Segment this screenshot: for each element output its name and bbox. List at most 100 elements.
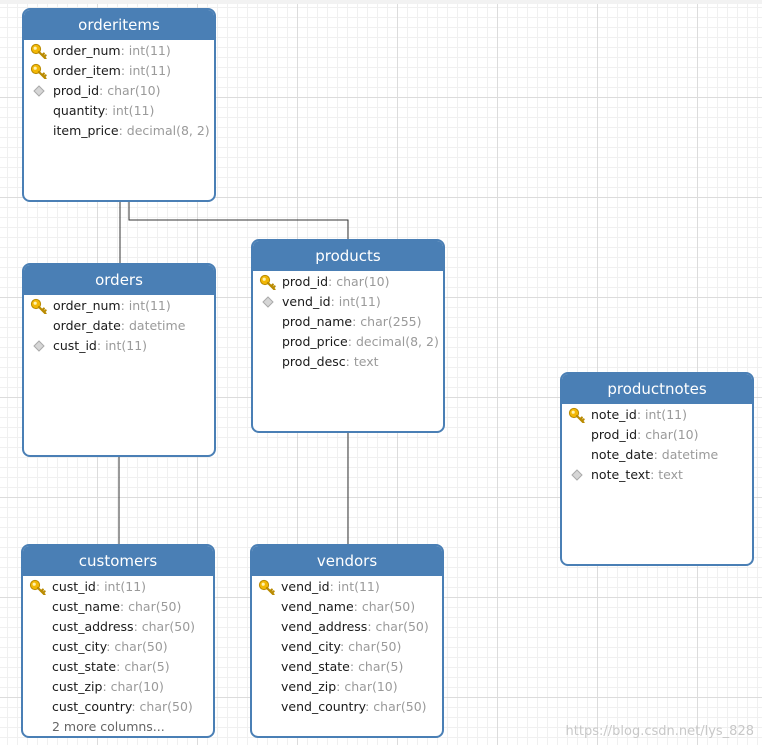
column-name: vend_id bbox=[281, 579, 330, 594]
column-type: int(11) bbox=[112, 103, 155, 118]
column-row[interactable]: order_num: int(11) bbox=[24, 296, 214, 316]
column-name: vend_address bbox=[281, 619, 368, 634]
column-row[interactable]: vend_city: char(50) bbox=[252, 637, 442, 657]
column-separator: : bbox=[96, 338, 106, 353]
column-label: vend_state: char(5) bbox=[281, 657, 403, 677]
column-row[interactable]: prod_name: char(255) bbox=[253, 312, 443, 332]
column-label: vend_name: char(50) bbox=[281, 597, 415, 617]
column-type: char(10) bbox=[645, 427, 699, 442]
table-customers[interactable]: customers cust_id: int(11)cust_name: cha… bbox=[21, 544, 215, 738]
column-row[interactable]: note_text: text bbox=[562, 465, 752, 485]
column-separator: : bbox=[118, 123, 127, 138]
column-separator: : bbox=[104, 103, 113, 118]
column-row[interactable]: cust_address: char(50) bbox=[23, 617, 213, 637]
table-orders[interactable]: orders order_num: int(11)order_date: dat… bbox=[22, 263, 216, 457]
column-separator: : bbox=[352, 314, 361, 329]
key-icon bbox=[29, 579, 47, 596]
table-orderitems[interactable]: orderitems order_num: int(11)order_item:… bbox=[22, 8, 216, 202]
column-row[interactable]: cust_zip: char(10) bbox=[23, 677, 213, 697]
column-label: vend_country: char(50) bbox=[281, 697, 427, 717]
more-columns-label: 2 more columns... bbox=[52, 719, 165, 734]
column-row[interactable]: prod_id: char(10) bbox=[24, 81, 214, 101]
line-orderitems-products bbox=[128, 201, 349, 240]
column-separator: : bbox=[330, 294, 339, 309]
column-row[interactable]: item_price: decimal(8, 2) bbox=[24, 121, 214, 141]
column-row[interactable]: cust_id: int(11) bbox=[23, 577, 213, 597]
column-separator: : bbox=[636, 407, 646, 422]
table-productnotes[interactable]: productnotes note_id: int(11)prod_id: ch… bbox=[560, 372, 754, 566]
column-type: decimal(8, 2) bbox=[126, 123, 210, 138]
column-type: char(50) bbox=[139, 699, 193, 714]
column-type: int(11) bbox=[645, 407, 687, 422]
column-row[interactable]: vend_id: int(11) bbox=[252, 577, 442, 597]
column-row[interactable]: order_num: int(11) bbox=[24, 41, 214, 61]
column-separator: : bbox=[120, 63, 130, 78]
column-type: datetime bbox=[661, 447, 719, 462]
column-label: note_text: text bbox=[591, 465, 683, 485]
column-type: datetime bbox=[128, 318, 186, 333]
column-name: item_price bbox=[53, 123, 119, 138]
column-label: order_item: int(11) bbox=[53, 61, 171, 81]
column-type: int(11) bbox=[338, 294, 381, 309]
column-row[interactable]: prod_id: char(10) bbox=[562, 425, 752, 445]
column-separator: : bbox=[102, 679, 111, 694]
column-row[interactable]: quantity: int(11) bbox=[24, 101, 214, 121]
column-row[interactable]: vend_state: char(5) bbox=[252, 657, 442, 677]
column-row[interactable]: vend_name: char(50) bbox=[252, 597, 442, 617]
column-name: note_id bbox=[591, 407, 637, 422]
column-name: order_num bbox=[53, 43, 121, 58]
column-row[interactable]: cust_name: char(50) bbox=[23, 597, 213, 617]
column-row[interactable]: cust_city: char(50) bbox=[23, 637, 213, 657]
column-label: cust_city: char(50) bbox=[52, 637, 168, 657]
column-separator: : bbox=[339, 639, 349, 654]
column-label: vend_address: char(50) bbox=[281, 617, 429, 637]
column-label: cust_id: int(11) bbox=[53, 336, 147, 356]
column-row[interactable]: prod_desc: text bbox=[253, 352, 443, 372]
table-title: orders bbox=[24, 265, 214, 295]
column-name: note_date bbox=[591, 447, 654, 462]
column-name: vend_zip bbox=[281, 679, 337, 694]
column-row[interactable]: prod_id: char(10) bbox=[253, 272, 443, 292]
column-row[interactable]: cust_id: int(11) bbox=[24, 336, 214, 356]
column-row[interactable]: order_item: int(11) bbox=[24, 61, 214, 81]
column-separator: : bbox=[347, 334, 356, 349]
column-name: order_item bbox=[53, 63, 121, 78]
table-title: customers bbox=[23, 546, 213, 576]
column-label: cust_address: char(50) bbox=[52, 617, 195, 637]
column-row[interactable]: cust_state: char(5) bbox=[23, 657, 213, 677]
column-row[interactable]: vend_address: char(50) bbox=[252, 617, 442, 637]
column-type: text bbox=[658, 467, 683, 482]
column-list: note_id: int(11)prod_id: char(10)note_da… bbox=[562, 404, 752, 485]
more-columns-link[interactable]: 2 more columns... bbox=[23, 717, 213, 736]
key-icon bbox=[30, 43, 48, 60]
column-type: char(50) bbox=[141, 619, 196, 634]
column-row[interactable]: vend_id: int(11) bbox=[253, 292, 443, 312]
column-separator: : bbox=[365, 699, 374, 714]
column-type: char(50) bbox=[373, 699, 427, 714]
column-type: char(5) bbox=[124, 659, 170, 674]
column-row[interactable]: cust_country: char(50) bbox=[23, 697, 213, 717]
column-label: cust_zip: char(10) bbox=[52, 677, 164, 697]
table-products[interactable]: products prod_id: char(10)vend_id: int(1… bbox=[251, 239, 445, 433]
column-separator: : bbox=[353, 599, 362, 614]
column-row[interactable]: note_date: datetime bbox=[562, 445, 752, 465]
column-row[interactable]: prod_price: decimal(8, 2) bbox=[253, 332, 443, 352]
column-row[interactable]: vend_zip: char(10) bbox=[252, 677, 442, 697]
column-name: vend_state bbox=[281, 659, 350, 674]
column-separator: : bbox=[336, 679, 345, 694]
column-separator: : bbox=[119, 599, 129, 614]
column-name: cust_name bbox=[52, 599, 120, 614]
column-name: cust_id bbox=[52, 579, 96, 594]
table-vendors[interactable]: vendors vend_id: int(11)vend_name: char(… bbox=[250, 544, 444, 738]
column-type: decimal(8, 2) bbox=[355, 334, 439, 349]
column-label: prod_id: char(10) bbox=[53, 81, 161, 101]
column-type: char(10) bbox=[336, 274, 390, 289]
column-row[interactable]: order_date: datetime bbox=[24, 316, 214, 336]
column-label: vend_city: char(50) bbox=[281, 637, 401, 657]
top-strip bbox=[0, 0, 762, 4]
column-row[interactable]: note_id: int(11) bbox=[562, 405, 752, 425]
column-list: order_num: int(11)order_item: int(11)pro… bbox=[24, 40, 214, 141]
column-row[interactable]: vend_country: char(50) bbox=[252, 697, 442, 717]
